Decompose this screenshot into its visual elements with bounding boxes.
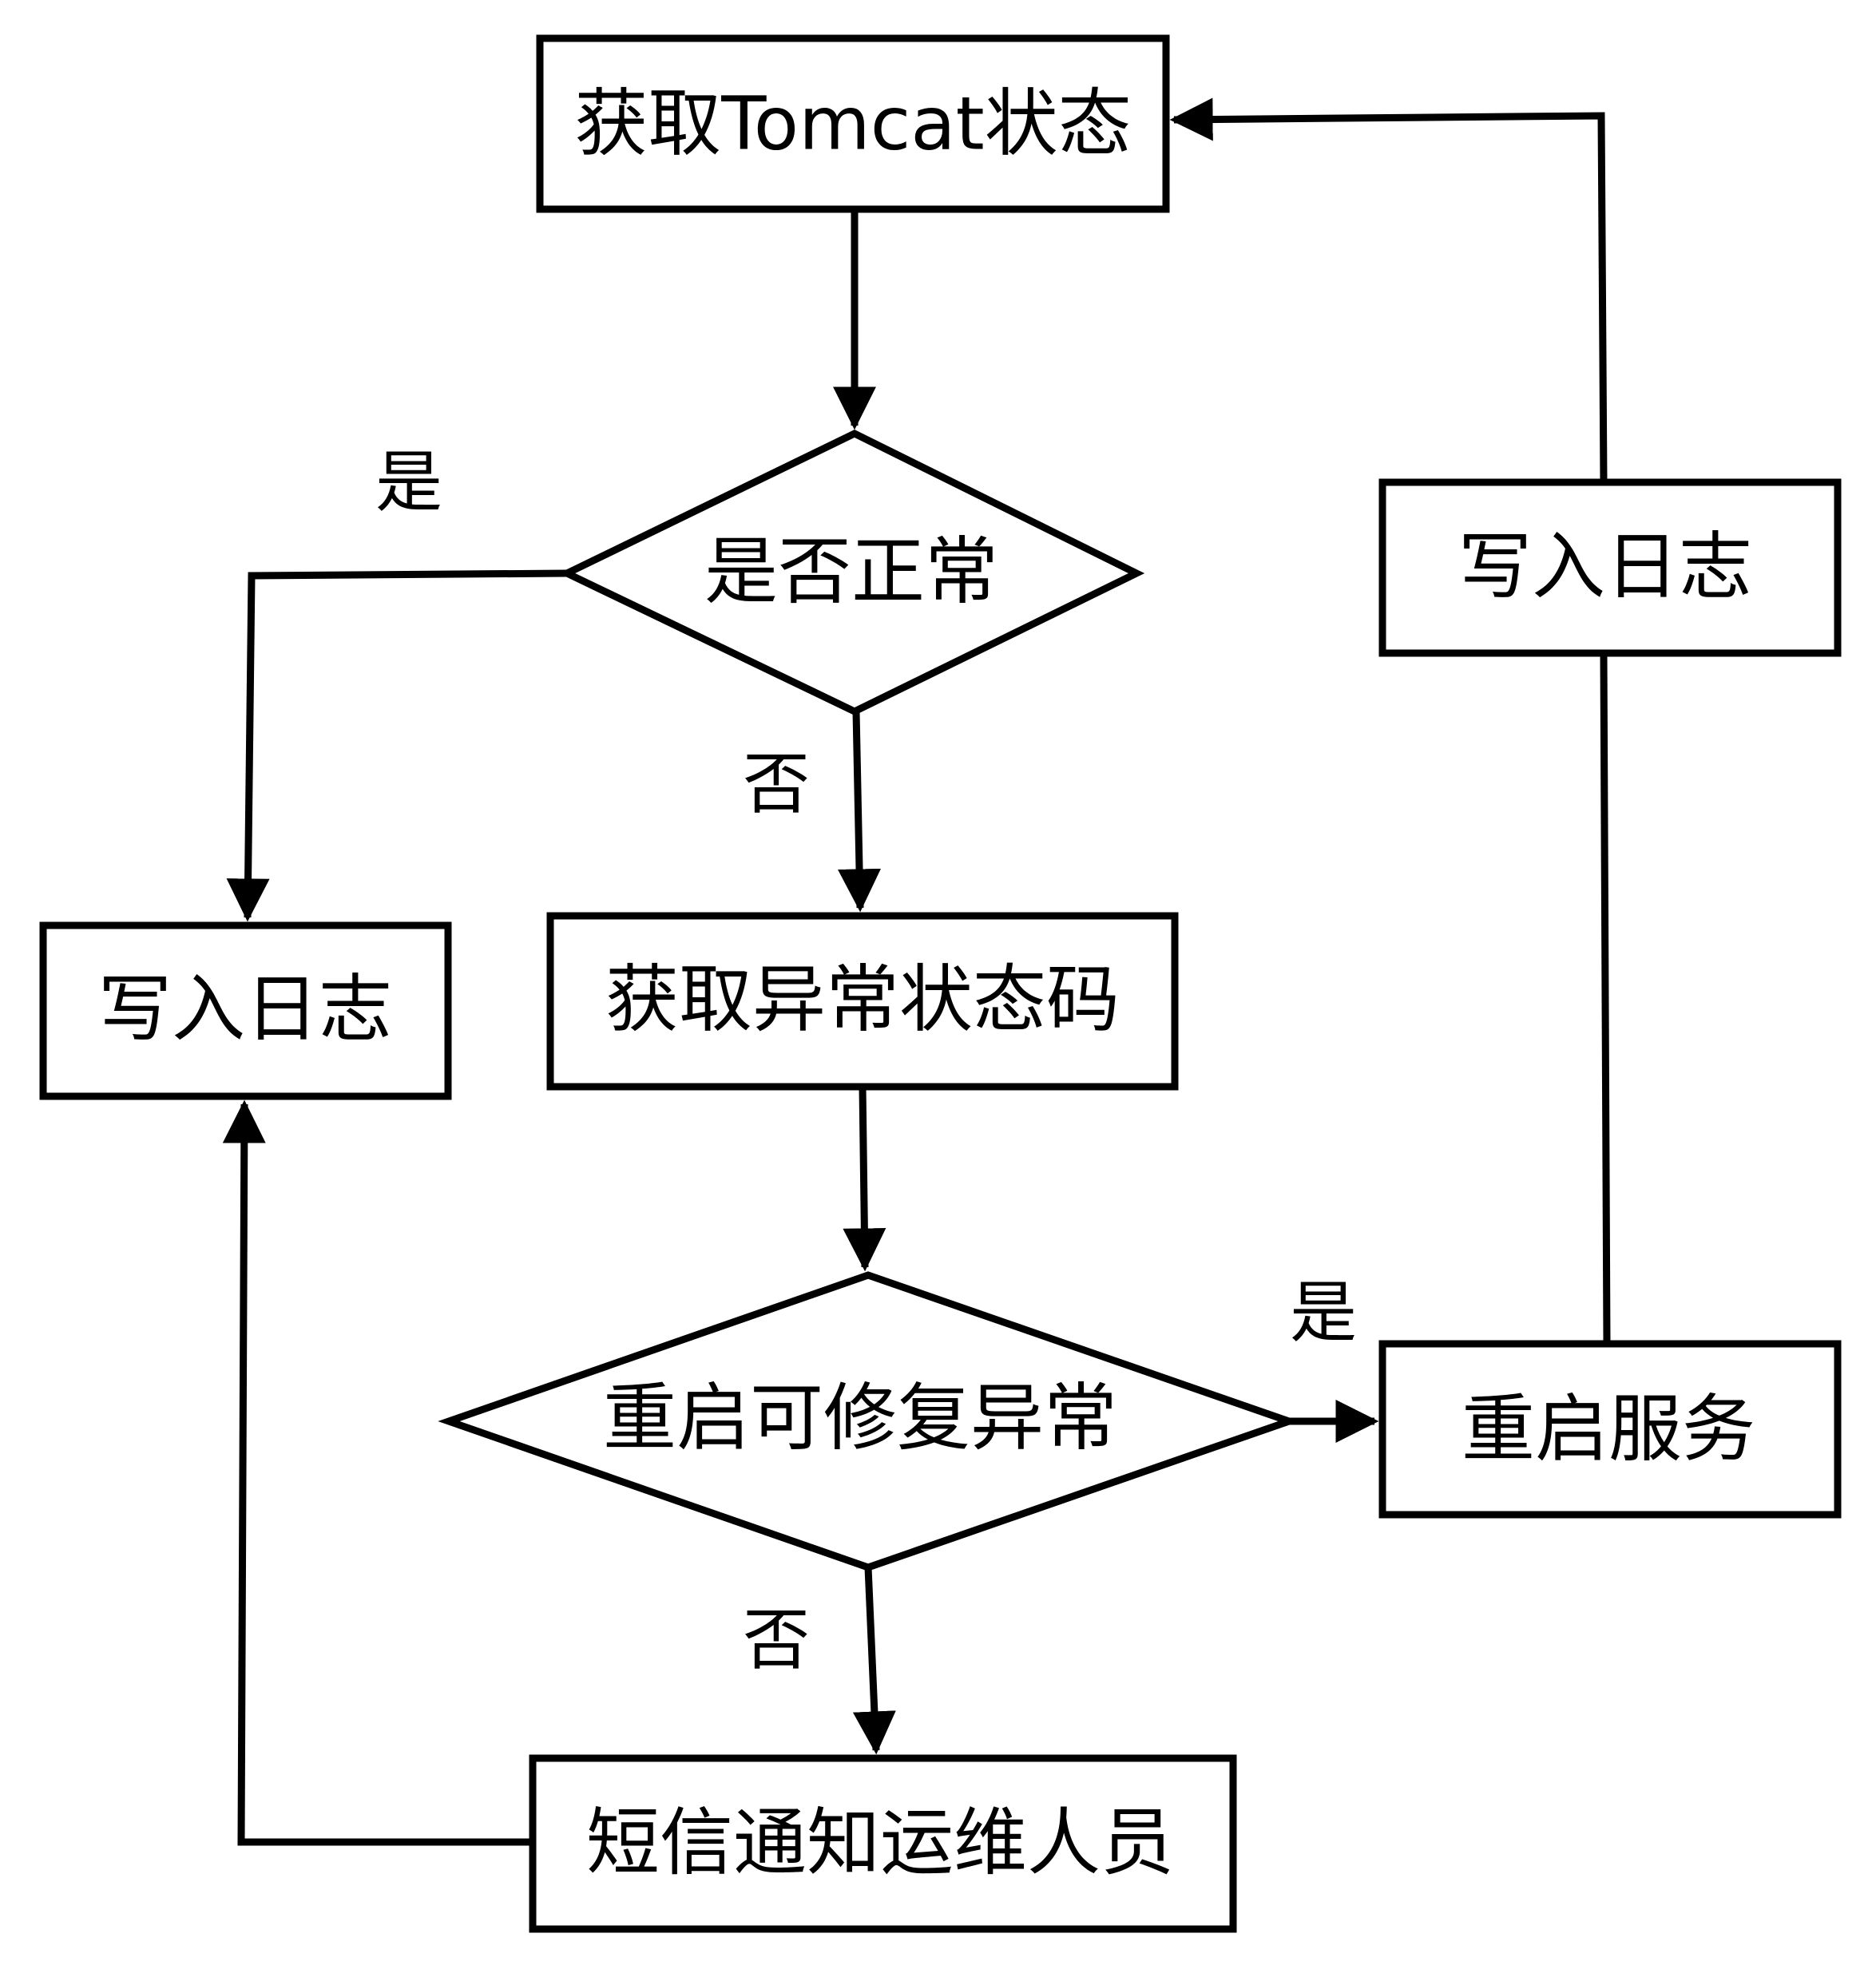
- edge-fixable-no: [852, 1567, 896, 1755]
- edge-log-to-status: [1169, 97, 1608, 483]
- edge-normal-no: [838, 711, 882, 913]
- sms-notify-label: 短信通知运维人员: [586, 1801, 1174, 1886]
- edge-restart-to-log: [1600, 652, 1611, 1345]
- get-status-label: 获取Tomcat状态: [574, 81, 1132, 167]
- restart-fixable-label: 重启可修复异常: [603, 1376, 1117, 1461]
- restart-service-label: 重启服务: [1462, 1387, 1755, 1472]
- edge-label-fixable-no: 否: [743, 1601, 810, 1679]
- edge-label-fixable-yes: 是: [1290, 1274, 1357, 1352]
- get-error-code-label: 获取异常状态码: [605, 957, 1120, 1043]
- log-left-box: [39, 921, 452, 1100]
- is-normal-label: 是否正常: [704, 529, 998, 615]
- is-normal-diamond: [558, 429, 1145, 716]
- log-right-label: 写入日志: [1458, 525, 1752, 610]
- edge-normal-yes: [226, 569, 568, 922]
- edge-errcode-to-fixable: [843, 1086, 886, 1272]
- edge-sms-to-log: [222, 1099, 533, 1846]
- log-right-box: [1378, 478, 1842, 657]
- edge-label-normal-no: 否: [743, 745, 810, 823]
- log-left-label: 写入日志: [98, 967, 392, 1052]
- edge-label-normal-yes: 是: [375, 443, 442, 521]
- restart-service-box: [1378, 1340, 1842, 1519]
